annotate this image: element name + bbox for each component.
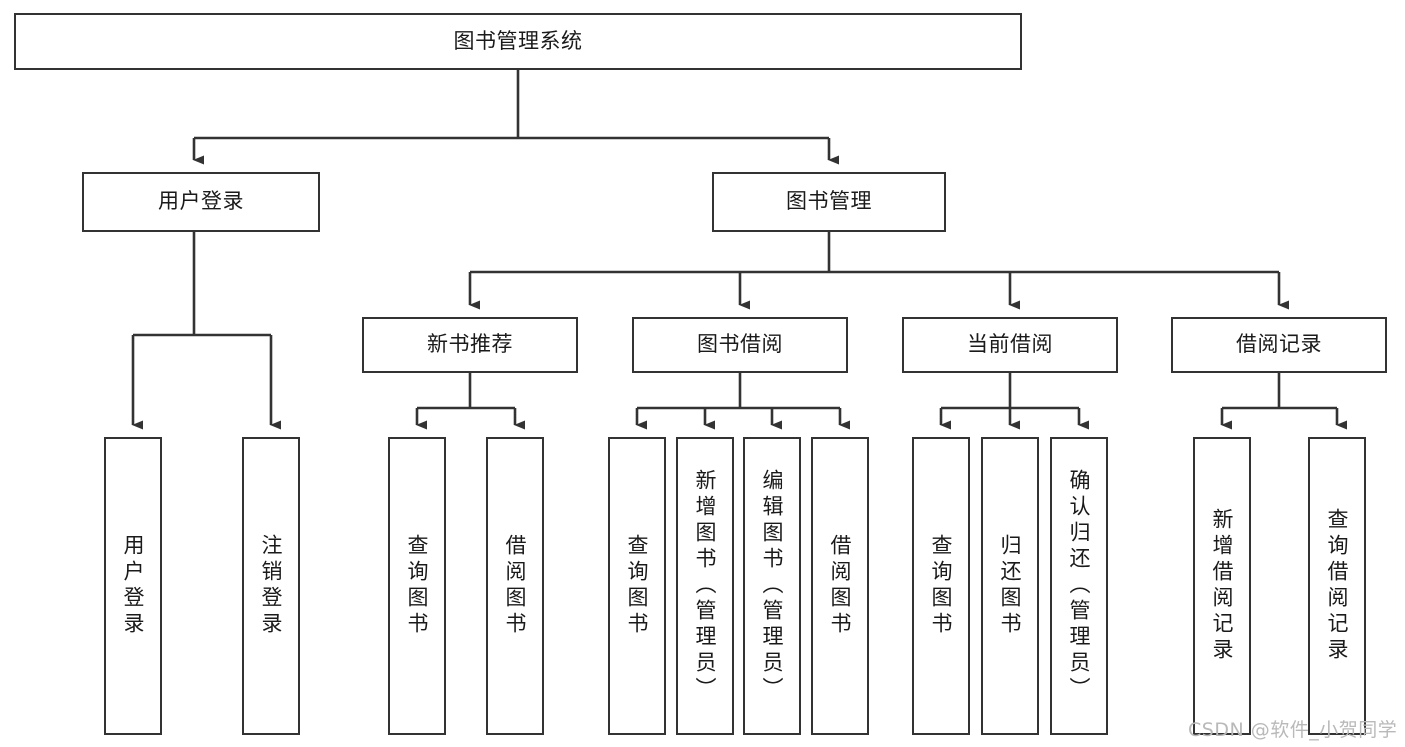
node-new-book-recommend[interactable]: 新书推荐	[362, 317, 578, 373]
node-borrow-record-label: 借阅记录	[1236, 332, 1322, 357]
node-borrow-record[interactable]: 借阅记录	[1171, 317, 1387, 373]
node-current-borrow-label: 当前借阅	[967, 332, 1053, 357]
node-leaf-user-login-label: 用户登录	[121, 534, 146, 638]
node-leaf-query-book-3[interactable]: 查询图书	[912, 437, 970, 735]
node-book-borrow[interactable]: 图书借阅	[632, 317, 848, 373]
node-leaf-edit-book[interactable]: 编辑图书（管理员）	[743, 437, 801, 735]
node-book-manage[interactable]: 图书管理	[712, 172, 946, 232]
node-leaf-query-record-label: 查询借阅记录	[1325, 508, 1350, 664]
node-leaf-query-book-1[interactable]: 查询图书	[388, 437, 446, 735]
node-leaf-user-login[interactable]: 用户登录	[104, 437, 162, 735]
node-root[interactable]: 图书管理系统	[14, 13, 1022, 70]
node-leaf-query-book-2-label: 查询图书	[625, 534, 650, 638]
node-leaf-user-logout[interactable]: 注销登录	[242, 437, 300, 735]
node-leaf-add-book-label: 新增图书（管理员）	[693, 469, 718, 703]
node-leaf-return-book-label: 归还图书	[998, 534, 1023, 638]
node-leaf-query-book-2[interactable]: 查询图书	[608, 437, 666, 735]
node-book-manage-label: 图书管理	[786, 189, 872, 214]
node-leaf-confirm-return[interactable]: 确认归还（管理员）	[1050, 437, 1108, 735]
node-user-login-label: 用户登录	[158, 189, 244, 214]
node-leaf-borrow-book-1[interactable]: 借阅图书	[486, 437, 544, 735]
watermark-text: CSDN @软件_小贺同学	[1188, 719, 1398, 741]
node-book-borrow-label: 图书借阅	[697, 332, 783, 357]
node-leaf-query-record[interactable]: 查询借阅记录	[1308, 437, 1366, 735]
node-user-login[interactable]: 用户登录	[82, 172, 320, 232]
node-leaf-add-record[interactable]: 新增借阅记录	[1193, 437, 1251, 735]
node-leaf-borrow-book-2-label: 借阅图书	[828, 534, 853, 638]
node-leaf-add-record-label: 新增借阅记录	[1210, 508, 1235, 664]
node-leaf-edit-book-label: 编辑图书（管理员）	[760, 469, 785, 703]
node-leaf-borrow-book-2[interactable]: 借阅图书	[811, 437, 869, 735]
node-leaf-confirm-return-label: 确认归还（管理员）	[1067, 469, 1092, 703]
node-leaf-add-book[interactable]: 新增图书（管理员）	[676, 437, 734, 735]
node-leaf-user-logout-label: 注销登录	[259, 534, 284, 638]
node-leaf-query-book-3-label: 查询图书	[929, 534, 954, 638]
node-leaf-borrow-book-1-label: 借阅图书	[503, 534, 528, 638]
node-leaf-query-book-1-label: 查询图书	[405, 534, 430, 638]
node-leaf-return-book[interactable]: 归还图书	[981, 437, 1039, 735]
node-root-label: 图书管理系统	[453, 28, 583, 53]
node-current-borrow[interactable]: 当前借阅	[902, 317, 1118, 373]
node-new-book-recommend-label: 新书推荐	[427, 332, 513, 357]
